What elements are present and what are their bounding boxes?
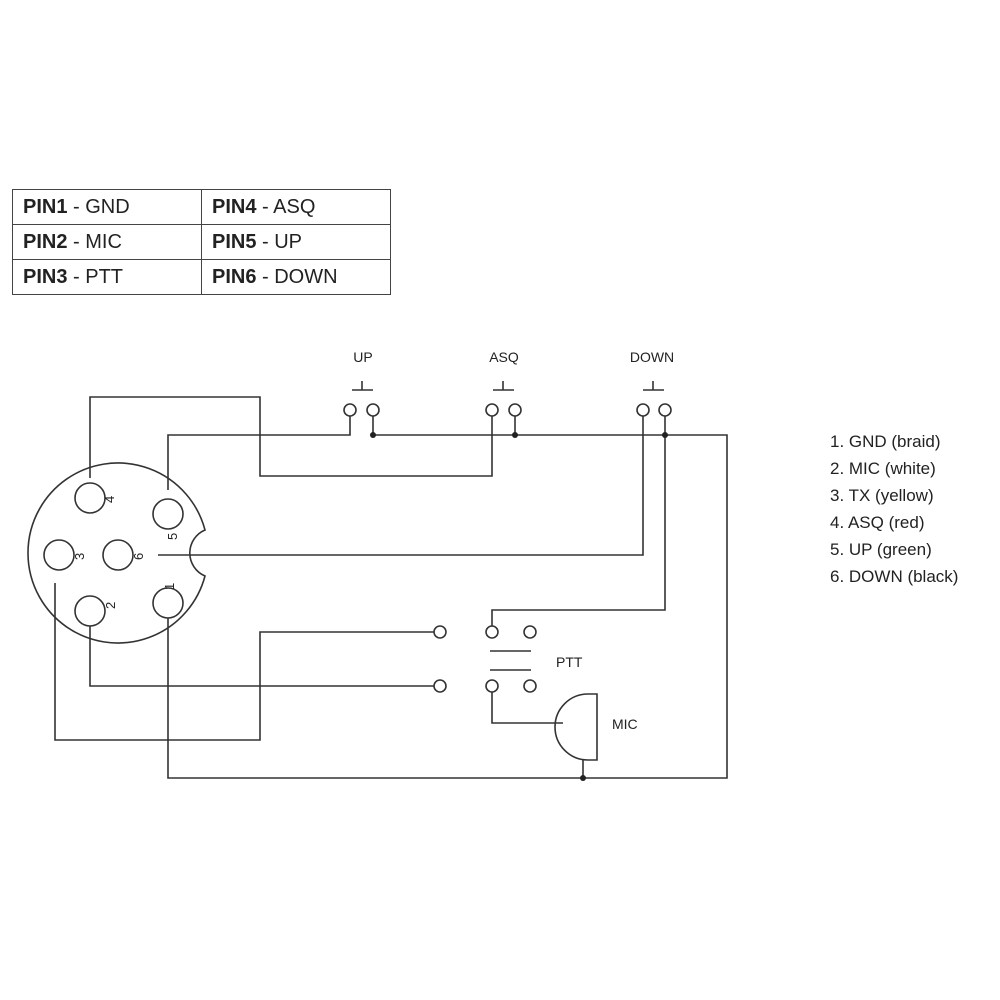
pin-number: 2 bbox=[103, 602, 118, 609]
ptt-label: PTT bbox=[556, 654, 583, 670]
pin-number: 4 bbox=[102, 496, 117, 503]
microphone-icon bbox=[554, 693, 598, 761]
table-cell: PIN2 - MIC bbox=[12, 224, 202, 260]
junction-dots bbox=[370, 432, 668, 781]
pin-label: PIN6 bbox=[212, 265, 257, 288]
pin-function: - DOWN bbox=[256, 265, 338, 288]
wire-color-legend: 1. GND (braid) 2. MIC (white) 3. TX (yel… bbox=[830, 428, 958, 590]
pin-label: PIN1 bbox=[23, 195, 68, 218]
pin-label: PIN2 bbox=[23, 230, 68, 253]
legend-item: 6. DOWN (black) bbox=[830, 567, 959, 586]
pin-number: 1 bbox=[162, 583, 177, 590]
up-switch bbox=[343, 381, 380, 417]
pin-function: - ASQ bbox=[256, 195, 316, 218]
table-cell: PIN4 - ASQ bbox=[201, 189, 391, 225]
ptt-switch bbox=[433, 625, 537, 693]
pin-label: PIN3 bbox=[23, 265, 68, 288]
connector-body bbox=[27, 462, 206, 644]
pin-number: 3 bbox=[72, 553, 87, 560]
pin-function: - PTT bbox=[67, 265, 124, 288]
legend-item: 1. GND (braid) bbox=[830, 432, 941, 451]
table-cell: PIN3 - PTT bbox=[12, 259, 202, 295]
legend-item: 3. TX (yellow) bbox=[830, 486, 934, 505]
asq-label: ASQ bbox=[489, 349, 519, 365]
table-cell: PIN5 - UP bbox=[201, 224, 391, 260]
legend-item: 4. ASQ (red) bbox=[830, 513, 925, 532]
legend-item: 5. UP (green) bbox=[830, 540, 932, 559]
pin-table: PIN1 - GND PIN4 - ASQ PIN2 - MIC PIN5 - … bbox=[12, 189, 391, 295]
table-cell: PIN1 - GND bbox=[12, 189, 202, 225]
pin-number: 6 bbox=[131, 553, 146, 560]
switch-labels: UP ASQ DOWN PTT MIC bbox=[353, 349, 674, 732]
table-row: PIN2 - MIC PIN5 - UP bbox=[12, 224, 391, 260]
down-label: DOWN bbox=[630, 349, 674, 365]
up-label: UP bbox=[353, 349, 372, 365]
legend-item: 2. MIC (white) bbox=[830, 459, 936, 478]
connector-pins bbox=[43, 482, 184, 627]
pin-label: PIN4 bbox=[212, 195, 257, 218]
mic-label: MIC bbox=[612, 716, 638, 732]
pin-label: PIN5 bbox=[212, 230, 257, 253]
table-cell: PIN6 - DOWN bbox=[201, 259, 391, 295]
table-row: PIN3 - PTT PIN6 - DOWN bbox=[12, 259, 391, 295]
pin-function: - UP bbox=[256, 230, 303, 253]
pin-number: 5 bbox=[165, 533, 180, 540]
table-row: PIN1 - GND PIN4 - ASQ bbox=[12, 189, 391, 225]
wires bbox=[54, 396, 728, 779]
down-switch bbox=[636, 381, 672, 417]
pin-function: - MIC bbox=[67, 230, 122, 253]
pin-numbers: 1 2 3 4 5 6 bbox=[72, 496, 180, 609]
pin-function: - GND bbox=[67, 195, 130, 218]
asq-switch bbox=[485, 381, 522, 417]
